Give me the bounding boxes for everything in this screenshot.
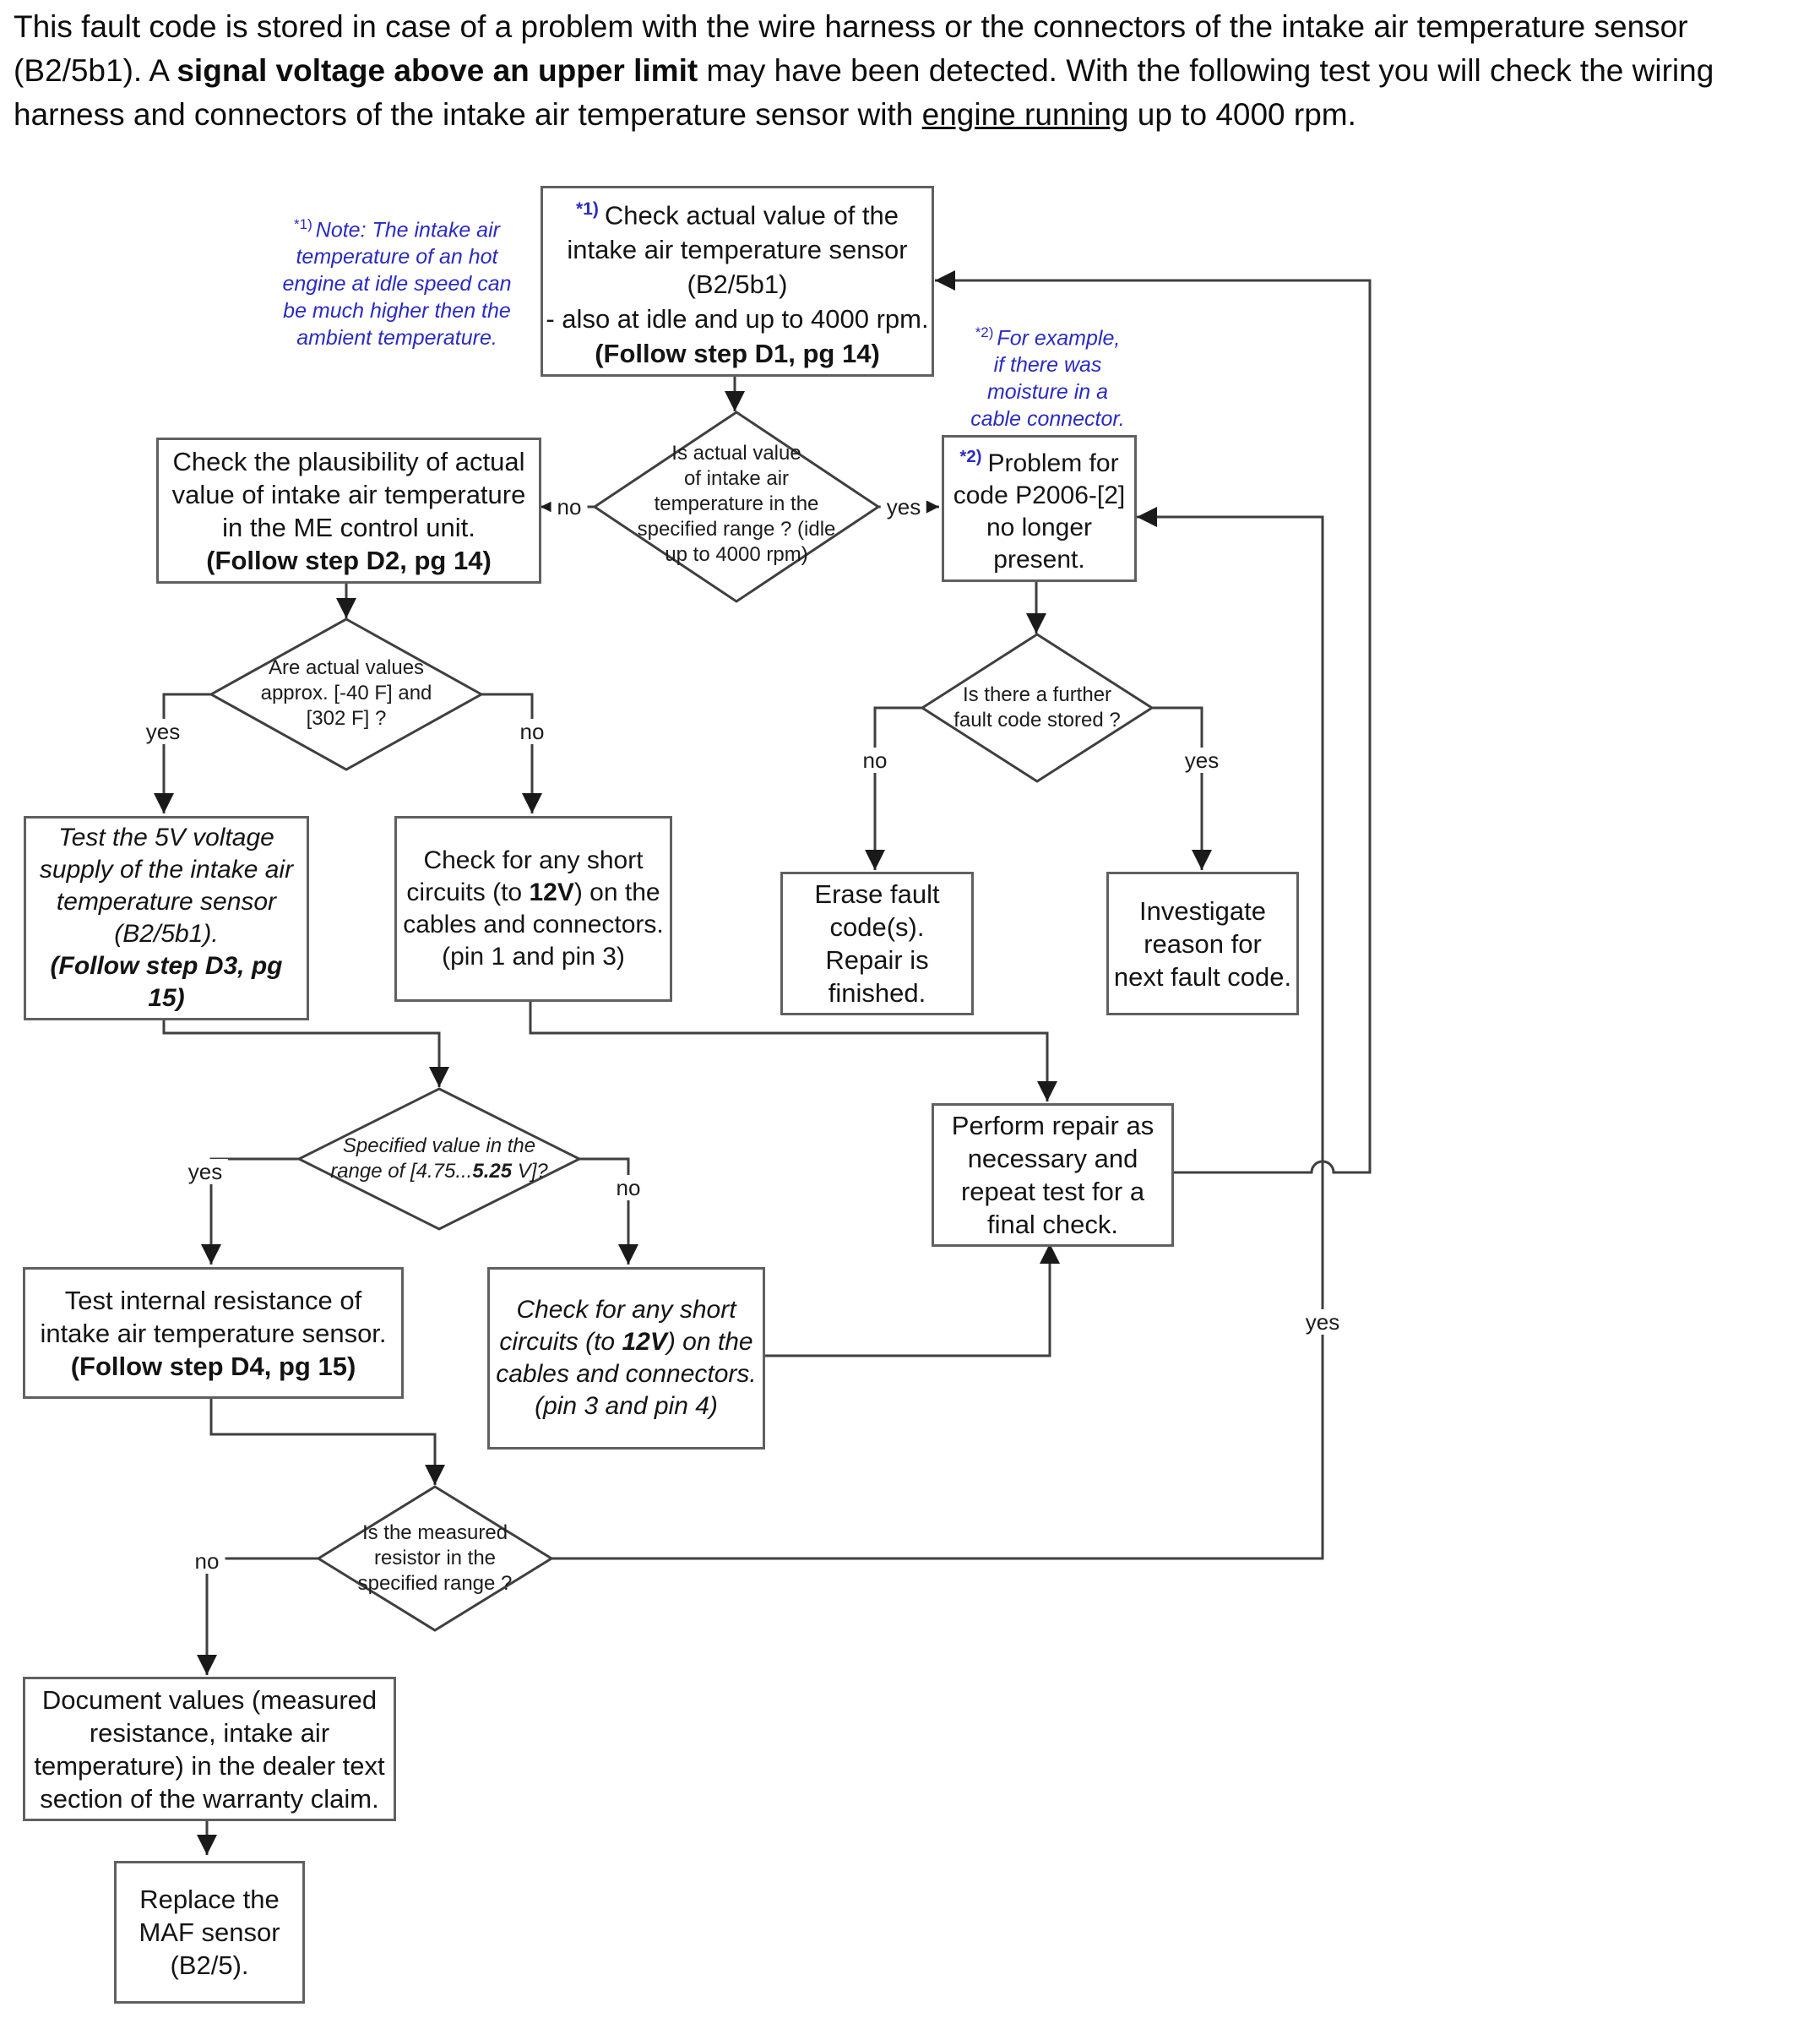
footnote-1-line: *1)Note: The intake air — [294, 216, 500, 242]
node-investigate-next-fault: Investigate reason for next fault code. — [1106, 872, 1299, 1015]
footnote-2-marker: *2) — [975, 324, 994, 340]
edge-short34-to-repair — [760, 1243, 1060, 1357]
edge-test5v-to-voltage — [162, 1015, 449, 1087]
node-check-plausibility: Check the plausibility of actual value o… — [156, 438, 541, 584]
footnote-1-marker: *1) — [294, 216, 312, 232]
edge-further-yes — [1152, 706, 1212, 870]
node-replace-maf-sensor: Replace the MAF sensor (B2/5). — [114, 1861, 305, 2004]
node-test-internal-resistance: Test internal resistance of intake air t… — [23, 1267, 404, 1399]
edge-label-no-range: no — [551, 494, 588, 519]
decision-further-diamond — [920, 633, 1154, 783]
edge-short13-to-repair — [529, 997, 1057, 1101]
node-test-5v-supply: Test the 5V voltage supply of the intake… — [24, 816, 309, 1020]
edge-internal-to-resistor — [209, 1394, 445, 1485]
edge-values-no — [481, 693, 542, 813]
node-document-values: Document values (measured resistance, in… — [23, 1677, 396, 1821]
footnote-1-line: temperature of an hot — [296, 245, 498, 269]
decision-resistor-diamond — [316, 1485, 554, 1632]
decision-further-label: Is there a further fault code stored ? — [953, 683, 1121, 732]
node-problem-no-longer-present: *2)Problem for code P2006-[2] no longer … — [942, 435, 1137, 582]
node-erase-fault-codes: Erase fault code(s). Repair is finished. — [780, 872, 974, 1015]
node-marker: *2) — [959, 448, 982, 466]
decision-values-label: Are actual values approx. [-40 F] and [3… — [260, 656, 432, 730]
node-check-short-pin3-pin4: Check for any short circuits (to 12V) on… — [487, 1267, 765, 1450]
edge-resistor-yes-to-problem — [551, 507, 1324, 1560]
edge-label-yes-voltage: yes — [182, 1159, 229, 1184]
decision-voltage-label: Specified value in the range of [4.75...… — [330, 1134, 548, 1183]
edge-label-yes-values: yes — [139, 719, 187, 744]
intro-bold-text: signal voltage above an upper limit — [177, 53, 698, 88]
node-check-actual-value: *1)Check actual value of the intake air … — [541, 186, 934, 377]
edge-label-no-values: no — [513, 719, 551, 744]
edge-further-no — [865, 706, 922, 870]
footnote-1-line: be much higher then the — [283, 299, 511, 324]
decision-range-diamond — [592, 411, 881, 603]
node-perform-repair: Perform repair as necessary and repeat t… — [932, 1103, 1174, 1247]
intro-text-3: up to 4000 rpm. — [1128, 97, 1356, 132]
footnote-2-line: *2)For example, — [975, 324, 1121, 351]
edge-label-yes-further: yes — [1178, 748, 1225, 773]
footnote-1-line: engine at idle speed can — [282, 272, 512, 296]
footnote-2: *2)For example, if there was moisture in… — [957, 319, 1138, 432]
footnote-1-line: ambient temperature. — [296, 326, 497, 351]
intro-text-2: may have been detected. With the followi… — [14, 53, 1714, 132]
edge-label-yes-range: yes — [880, 494, 927, 519]
decision-resistor-label: Is the measured resistor in the specifie… — [357, 1521, 513, 1595]
intro-text: This fault code is stored in case of a p… — [14, 9, 1688, 88]
edge-values-yes — [154, 693, 211, 813]
node-marker: *1) — [575, 199, 599, 219]
edge-resistor-no — [197, 1557, 318, 1675]
edge-repair-feedback-to-check — [935, 270, 1372, 1174]
edge-label-no-further: no — [856, 748, 894, 773]
intro-underlined-text: engine running — [921, 97, 1129, 132]
footnote-1: *1)Note: The intake air temperature of a… — [279, 211, 515, 351]
node-check-short-pin1-pin3: Check for any short circuits (to 12V) on… — [394, 816, 672, 1002]
decision-range-label: Is actual value of intake air temperatur… — [637, 442, 836, 566]
decision-values-diamond — [208, 617, 485, 771]
edge-voltage-no — [579, 1157, 638, 1265]
edge-label-yes-resistor: yes — [1299, 1309, 1346, 1335]
footnote-2-line: cable connector. — [970, 407, 1125, 432]
edge-label-no-resistor: no — [188, 1548, 225, 1574]
footnote-2-line: moisture in a — [986, 380, 1109, 405]
decision-voltage-diamond — [296, 1087, 583, 1231]
footnote-2-line: if there was — [993, 353, 1102, 378]
edge-label-no-voltage: no — [610, 1175, 647, 1200]
intro-paragraph: This fault code is stored in case of a p… — [14, 5, 1809, 137]
